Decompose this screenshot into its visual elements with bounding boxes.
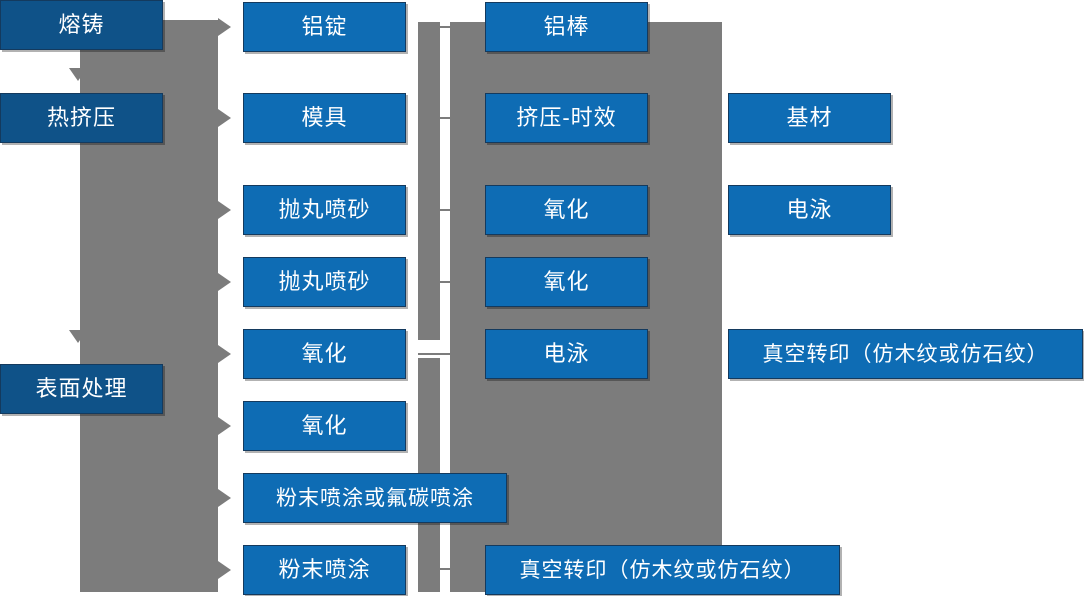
process-box-oxidation-1[interactable]: 氧化 [243,329,406,379]
trunk-arrow-6 [218,417,231,435]
process-box-substrate[interactable]: 基材 [728,93,891,143]
process-label-vacuum-transfer-bottom: 真空转印（仿木纹或仿石纹） [519,558,806,582]
process-box-aluminum-bar[interactable]: 铝棒 [485,2,648,52]
rail-tick-3 [418,209,452,211]
process-box-oxidation-3[interactable]: 氧化 [485,185,648,235]
process-box-vacuum-transfer-bottom[interactable]: 真空转印（仿木纹或仿石纹） [485,545,840,595]
trunk-arrow-1 [218,18,231,36]
process-label-aluminum-ingot: 铝锭 [301,14,348,39]
extrude-to-surface-arrow [69,330,87,343]
trunk-arrow-2 [218,109,231,127]
trunk-arrow-5 [218,345,231,363]
process-box-aluminum-ingot[interactable]: 铝锭 [243,2,406,52]
stage-label-melt-cast: 熔铸 [58,12,105,37]
stage-label-surface-treatment: 表面处理 [35,376,128,401]
process-box-powder-coating[interactable]: 粉末喷涂 [243,545,406,595]
rail-tick-6 [418,568,452,570]
trunk-arrow-3 [218,201,231,219]
process-label-electrophoresis-2: 电泳 [786,197,833,222]
process-label-substrate: 基材 [786,105,833,130]
stage-box-surface-treatment[interactable]: 表面处理 [0,364,163,414]
rail-tick-2 [418,117,452,119]
stage-box-melt-cast[interactable]: 熔铸 [0,0,163,50]
trunk-arrow-7 [218,489,231,507]
process-label-oxidation-1: 氧化 [301,341,348,366]
process-label-powder-or-pvdf: 粉末喷涂或氟碳喷涂 [276,486,474,510]
melt-to-extrude-arrow [69,68,87,81]
process-box-electrophoresis-1[interactable]: 电泳 [485,329,648,379]
process-label-shotblast-1: 抛丸喷砂 [278,197,371,222]
process-box-electrophoresis-2[interactable]: 电泳 [728,185,891,235]
process-label-die: 模具 [301,105,348,130]
process-label-oxidation-4: 氧化 [543,269,590,294]
process-box-shotblast-2[interactable]: 抛丸喷砂 [243,257,406,307]
process-box-powder-or-pvdf[interactable]: 粉末喷涂或氟碳喷涂 [243,473,507,523]
process-label-powder-coating: 粉末喷涂 [278,557,371,582]
stage-label-hot-extrude: 热挤压 [46,105,116,130]
stage-box-hot-extrude[interactable]: 热挤压 [0,93,163,143]
middle-rail-upper [418,22,440,340]
process-label-electrophoresis-1: 电泳 [543,341,590,366]
rail-tick-5 [418,353,452,355]
process-box-shotblast-1[interactable]: 抛丸喷砂 [243,185,406,235]
trunk-arrow-8 [218,561,231,579]
trunk-arrow-4 [218,273,231,291]
process-box-oxidation-2[interactable]: 氧化 [243,401,406,451]
surface-stub-connector [163,387,183,390]
process-box-extrude-aging[interactable]: 挤压-时效 [485,93,648,143]
process-label-oxidation-2: 氧化 [301,413,348,438]
process-box-vacuum-transfer-right[interactable]: 真空转印（仿木纹或仿石纹） [728,329,1083,379]
process-box-oxidation-4[interactable]: 氧化 [485,257,648,307]
rail-tick-1 [418,26,452,28]
process-label-oxidation-3: 氧化 [543,197,590,222]
process-label-extrude-aging: 挤压-时效 [516,105,617,130]
process-label-shotblast-2: 抛丸喷砂 [278,269,371,294]
process-label-aluminum-bar: 铝棒 [543,14,590,39]
process-box-die[interactable]: 模具 [243,93,406,143]
rail-tick-4 [418,281,452,283]
process-label-vacuum-transfer-right: 真空转印（仿木纹或仿石纹） [762,342,1049,366]
